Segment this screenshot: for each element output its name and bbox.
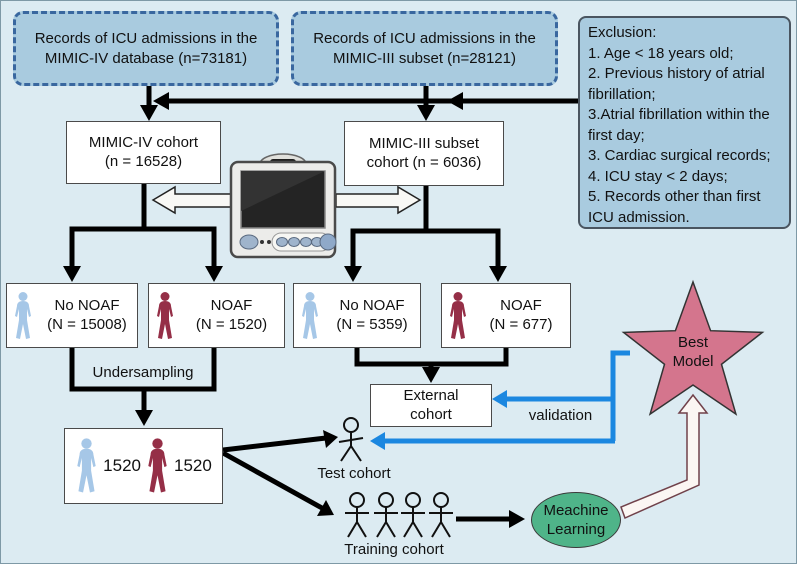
patient-monitor-icon <box>229 153 337 259</box>
exclusion-criteria-box: Exclusion: 1. Age < 18 years old; 2. Pre… <box>578 16 791 229</box>
hollow-arrow-left-icon <box>151 185 232 215</box>
hollow-arrow-right-icon <box>335 185 422 215</box>
group-box-mimic3-noaf: NOAF (N = 677) <box>441 283 571 348</box>
noaf-sample-count: 1520 <box>174 456 212 476</box>
test-cohort-label: Test cohort <box>317 464 391 482</box>
person-blue-icon <box>77 438 96 493</box>
person-red-icon <box>450 291 466 339</box>
person-blue-icon <box>302 291 318 339</box>
branch-mimic4-split <box>69 226 217 269</box>
training-cohort-figures-icon <box>345 492 453 538</box>
undersampling-label: Undersampling <box>92 363 194 381</box>
validation-label: validation <box>528 406 593 424</box>
group-box-mimic4-no-noaf: No NOAF (N = 15008) <box>6 283 138 348</box>
group-label: NOAF (N = 677) <box>489 296 553 333</box>
branch-external-join <box>354 348 509 367</box>
person-red-icon <box>148 438 167 493</box>
training-cohort-label: Training cohort <box>344 540 444 558</box>
cohort-box-mimic3: MIMIC-III subset cohort (n = 6036) <box>344 121 504 186</box>
flow-arrowheads-black <box>63 92 525 528</box>
validation-arrowheads-blue <box>370 390 507 450</box>
no-noaf-sample-count: 1520 <box>103 456 141 476</box>
flow-lines-black <box>69 86 578 522</box>
branch-mimic3-split <box>350 228 501 269</box>
test-cohort-figure-icon <box>338 417 364 462</box>
best-model-star <box>621 279 765 416</box>
ml-to-star-arrow-icon <box>620 393 709 520</box>
line-star-bracket <box>610 350 630 441</box>
person-blue-icon <box>15 291 31 339</box>
balanced-cohort-box: 1520 1520 <box>64 428 223 504</box>
group-label: No NOAF (N = 5359) <box>336 296 408 333</box>
cohort-box-mimic4: MIMIC-IV cohort (n = 16528) <box>66 121 221 184</box>
hollow-arrows <box>151 185 422 215</box>
line-balanced-to-test <box>222 435 327 453</box>
line-balanced-to-training <box>221 450 324 511</box>
group-box-mimic3-no-noaf: No NOAF (N = 5359) <box>293 283 421 348</box>
person-red-icon <box>157 291 173 339</box>
source-box-mimic3: Records of ICU admissions in the MIMIC-I… <box>291 11 558 86</box>
external-cohort-box: External cohort <box>370 384 492 427</box>
group-label: No NOAF (N = 15008) <box>47 296 127 333</box>
validation-lines-blue <box>383 350 630 444</box>
best-model-label: Best Model <box>672 333 714 371</box>
group-box-mimic4-noaf: NOAF (N = 1520) <box>148 283 285 348</box>
group-label: NOAF (N = 1520) <box>195 296 268 333</box>
source-box-mimic4: Records of ICU admissions in the MIMIC-I… <box>13 11 279 86</box>
machine-learning-node: Meachine Learning <box>531 492 621 548</box>
